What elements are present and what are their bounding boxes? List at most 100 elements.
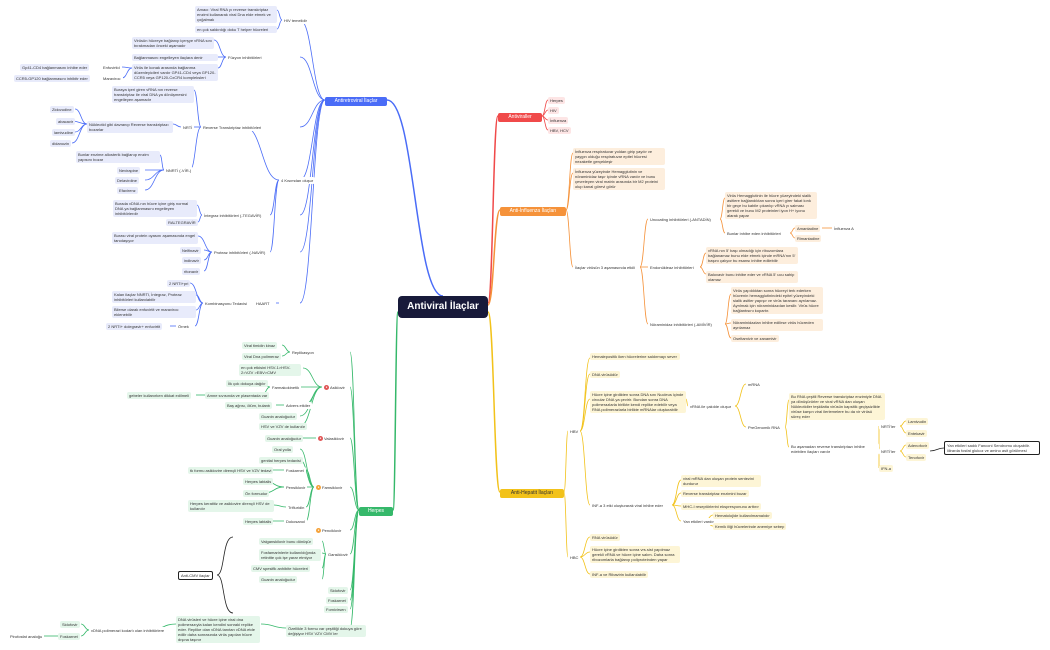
uncoating-desc[interactable]: Virüs Hemagglutinin ile hücre yüzeyindek… (725, 192, 817, 219)
drug-foskarnet[interactable]: Foskarnet (326, 597, 348, 604)
side-effect-item[interactable]: Kemik iliği hücrelerinde anemiye sebep (713, 523, 787, 530)
rti-inhibitors[interactable]: Reverse Transkriptaz inhibitörleri (201, 124, 264, 131)
vrna-node[interactable]: vRNA ile çakılde oluşur (688, 403, 734, 410)
fusion-desc[interactable]: Bağlanmasını engelleyen ilaçlara denir (132, 54, 218, 61)
hsv-vzv-use[interactable]: HSV ve VZV de kullanılır (259, 423, 308, 430)
branch-anti-hepatit[interactable]: Anti-Hepatit İlaçları (500, 489, 564, 498)
protease-inhibitors[interactable]: Proteaz inhibitörleri (-NAVİR) (212, 249, 268, 256)
three-stages[interactable]: İlaçlar virüsün 3 aşamasında etkili (573, 264, 638, 271)
hiv-purpose[interactable]: Amacı: Viral RNA yı reverse transkriptaz… (195, 6, 277, 23)
ganc-item[interactable]: Guanin analoğudur (259, 576, 298, 583)
nnrti-node[interactable]: NNRTİ (-VİR-) (164, 167, 194, 174)
left-sidofovir[interactable]: Sidofovir (60, 621, 80, 628)
nrti-node[interactable]: NRTİ (181, 124, 195, 131)
integrase-inhibitors[interactable]: İntegraz inhibitörleri (-TEGAVİR) (202, 212, 264, 219)
drug-nelfinavir[interactable]: Nelfinavir (180, 247, 201, 254)
hbv-node[interactable]: HBV (568, 428, 581, 435)
hbv-info[interactable]: Hemalepositik iken hücrelerine saldırmay… (590, 353, 680, 360)
combo-example[interactable]: 2 NRTI+ dolegravir+ enfuvirtit (106, 323, 163, 330)
neuraminidase-desc[interactable]: Virüs yapıldıktan sonra hücreyi terk ede… (731, 287, 823, 314)
integrase-desc[interactable]: Burada vDNA nın hücre içine giriş normal… (113, 200, 197, 217)
endonuclease-inhibitors[interactable]: Endonükleaz inhibitörleri (648, 264, 696, 271)
root-node[interactable]: Antiviral İlaçlar (398, 296, 488, 318)
hbc-node[interactable]: HBC (568, 554, 581, 561)
hbc-info[interactable]: INF-a ve Ribavirin kullanılabilir (590, 571, 649, 578)
side-effects-note[interactable]: Yan etkileri sadık Fanconi Sendromu oluş… (944, 441, 1040, 455)
dokosanol-desc[interactable]: Herpes labialis (243, 518, 274, 525)
drug-enfuvirtid[interactable]: Enfuvirtid (101, 64, 122, 71)
drug-didanozin[interactable]: didanozin (50, 140, 72, 147)
mrna-node[interactable]: mRNA (746, 381, 762, 388)
drug-asiklovir[interactable]: ●Asiklovir (322, 384, 347, 392)
dna-virus-desc[interactable]: DNA virüsleri ve hücre içine viral dna p… (176, 616, 260, 643)
baloxavir[interactable]: Baloxavir bunu inhibe eder ve vRNA 5' uc… (706, 271, 798, 283)
drug-penciklovir[interactable]: ●Penciklovir (314, 527, 344, 535)
ifn-effect[interactable]: MHC-I reseptörlerini ekspresyonunu arttı… (681, 503, 761, 510)
drug-lamivudine[interactable]: lamivudine (52, 129, 76, 136)
ifn-effect[interactable]: Reverse transkriptaz enzimini bozar (681, 490, 749, 497)
branch-antiretroviral[interactable]: Antiretroviral İlaçlar (325, 97, 387, 106)
branch-antiviraller[interactable]: Antiviraller (498, 113, 542, 122)
ntti-hbv[interactable]: NRTİ'ler (879, 448, 898, 455)
valasiklovir-desc[interactable]: Guanin analoğudur (265, 435, 304, 442)
drug-sidofovir[interactable]: Sidofovir (328, 587, 348, 594)
anti-cmv-label[interactable]: Anti-CMV ilaçlar (178, 571, 213, 580)
trifluridin-desc[interactable]: Herpes keratitiz ve asiklovire dirençli … (188, 500, 274, 512)
fam-item[interactable]: Oral yolla (272, 446, 293, 453)
protease-desc[interactable]: Burası viral protein oyasını aşamasında … (112, 232, 198, 244)
drug-tenofovir[interactable]: Tenofovir (906, 454, 927, 461)
ganc-item[interactable]: Valganskilovir bunu dönüşür (259, 538, 313, 545)
combo-item[interactable]: Bilerse olarak enfuvirtit ve maraviroc e… (112, 306, 196, 318)
pregenomic-desc[interactable]: Bu RNA çeşitli Reverse transkriptaz enzi… (789, 393, 885, 420)
haart-node[interactable]: HAART (254, 300, 272, 307)
pregenomic-node[interactable]: PreGenomik RNA (746, 424, 782, 431)
drug-adenofovir[interactable]: Adenofovir (906, 442, 930, 449)
pregenomic-drugs[interactable]: Bu aşamadan reverse transkriptazı inhibe… (789, 443, 879, 455)
hbv-info[interactable]: DNA virüsüdür (590, 371, 620, 378)
drug-efavirenz[interactable]: Efavirenz (117, 187, 138, 194)
influenza-info[interactable]: İnfluenza yüzeyinde Hemagglutinin ve nör… (573, 168, 665, 190)
drug-lamivudin[interactable]: Lamivudin (906, 418, 929, 425)
pk-item[interactable]: Amne sıvısında ve plasentada var (205, 392, 270, 399)
drug-zidovudine[interactable]: Zidovudine (50, 106, 74, 113)
av-item[interactable]: HBV, HCV (548, 127, 571, 134)
replication-item[interactable]: Viral Dna polimeraz (242, 353, 281, 360)
drug-indinavir[interactable]: indinavir (182, 257, 201, 264)
drug-fomivirsen[interactable]: Fomivirsen (324, 606, 348, 613)
neuraminidase-effect[interactable]: Nöraminidazları inhibe edilirse virüs hü… (731, 319, 823, 331)
fusion-desc[interactable]: Virüs ile konak arasında bağlanma düzenl… (132, 64, 218, 81)
guanine-analog[interactable]: Guanin analoğudur (259, 413, 298, 420)
hbv-info[interactable]: Hücre içine girdikten sonra DNA sını Nuc… (590, 391, 686, 413)
ganc-item[interactable]: CMV spesifik anhibite hücreleri (251, 565, 310, 572)
side-effect-item[interactable]: Hematolojide kullanılmamalıdır (713, 512, 772, 519)
influenza-a[interactable]: İnfluenza A (832, 225, 856, 232)
pk-item[interactable]: İlk çok dokuya dağılır (226, 380, 268, 387)
asiklovir-efficacy[interactable]: en çok etkisini HSV-1>HSV-2>VZV >EBV>CMV (239, 364, 301, 376)
four-parts[interactable]: 4 Kısımdan oluşur (279, 177, 316, 184)
drug-dokosanol[interactable]: Dokosanol (284, 518, 307, 525)
side-effects[interactable]: Yan etkileri vardır (681, 518, 716, 525)
drug-oseltamivir[interactable]: Oseltamivir ve zanamivir (731, 335, 779, 342)
ganc-item[interactable]: Fosfamarinlerle kullanıldığında retinitt… (259, 549, 321, 561)
hbc-info[interactable]: RNA virüsüdür (590, 534, 620, 541)
combination-therapy[interactable]: Kombinasyonu Tedavisi (203, 300, 249, 307)
replication-item[interactable]: Viral timidin kinaz (242, 342, 278, 349)
influenza-info[interactable]: İnfluenza respiratuvar yoldan girip yayı… (573, 148, 665, 165)
drug-desc[interactable]: Gp41-CD4 bağlanmasını inhibe eder (20, 64, 90, 71)
drug-nevirapine[interactable]: Nevirapine (117, 167, 141, 174)
drug-rimantadine[interactable]: Rimantadine (795, 235, 822, 242)
fusion-inhibitors[interactable]: Füzyon inhibitörleri (226, 54, 264, 61)
nrti-hbv[interactable]: NRTİ'ler (879, 423, 898, 430)
drug-pensiklovir[interactable]: Pensiklovir (284, 484, 308, 491)
combo-item[interactable]: Kalan ilaçlar NNRTI, İntegraz, Proteaz i… (112, 291, 196, 303)
drug-delavirdine[interactable]: Delavirdine (115, 177, 140, 184)
drug-famsiklovir[interactable]: ●Famsiklovir (314, 484, 345, 492)
drug-desc[interactable]: CCR5-GP120 bağlanmasını inhibitr eder (14, 75, 90, 82)
branch-herpes[interactable]: Herpes (359, 507, 393, 516)
nnrti-desc[interactable]: Bunlar enzime allosterik bağlanıp enzim … (76, 151, 160, 163)
vdna-polymerase[interactable]: vDNA polimerazi kodarlı olan inhibitörle… (89, 627, 167, 634)
rti-desc[interactable]: Buraya içeri giren vRNA nın reverse tran… (112, 86, 194, 103)
drug-ifn-a[interactable]: IFN-a (879, 465, 893, 472)
pregnancy-warning[interactable]: gebeler kullanırken dikkat edilmeli (127, 392, 192, 399)
example-node[interactable]: Örnek (176, 323, 191, 330)
